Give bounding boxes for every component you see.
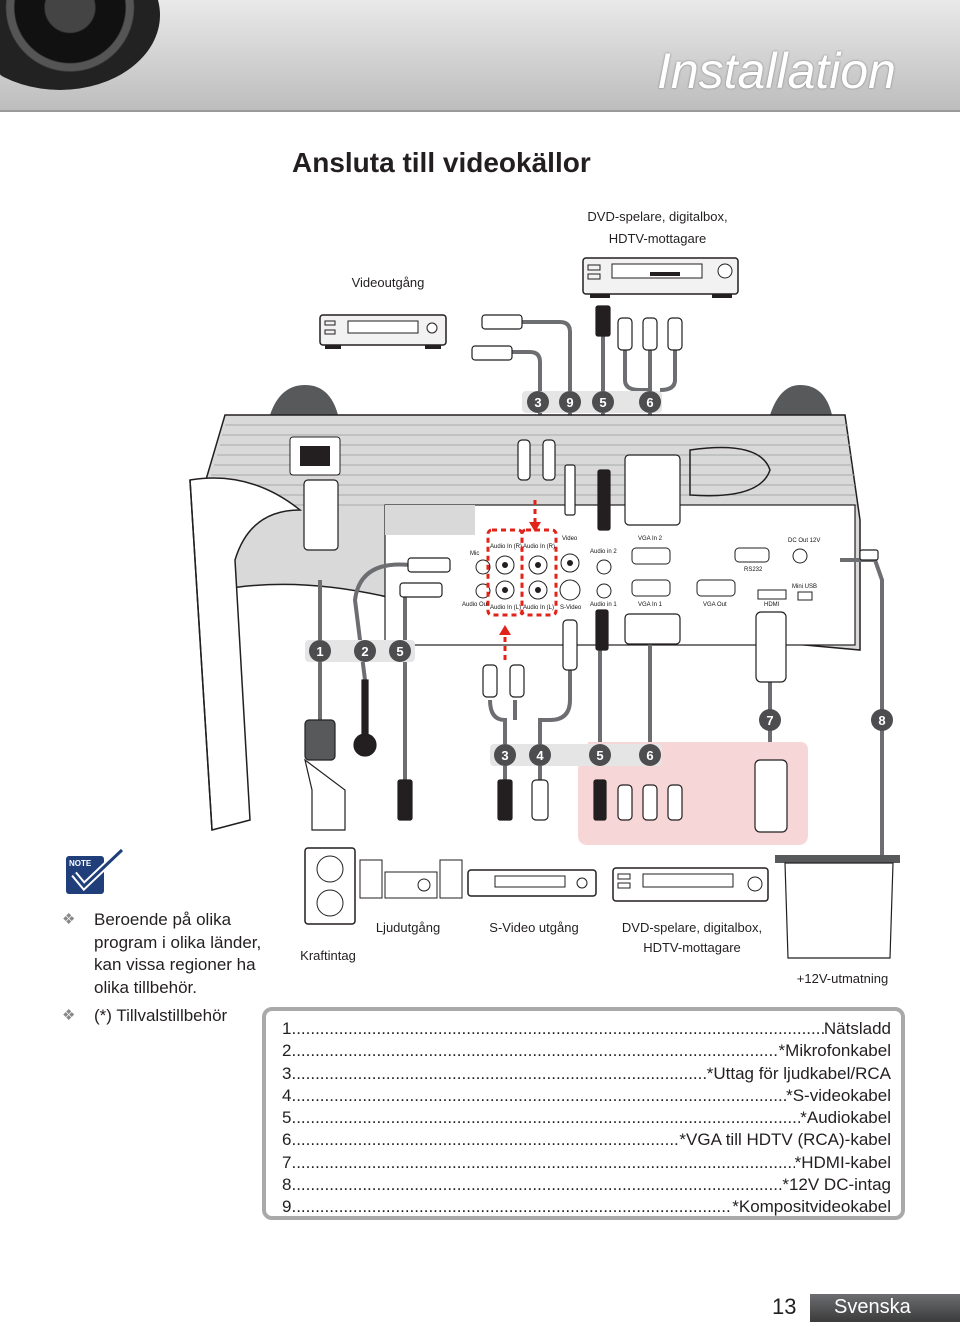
legend-row: 2.......................................…: [282, 1041, 891, 1061]
diamond-bullet-icon: ❖: [62, 911, 76, 928]
svg-text:Mic: Mic: [470, 551, 479, 557]
svg-text:3: 3: [534, 395, 541, 410]
svg-text:5: 5: [396, 644, 403, 659]
svg-text:Audio In (L): Audio In (L): [490, 605, 521, 611]
language-label: Svenska: [834, 1296, 911, 1318]
header-bar: Installation: [0, 0, 960, 112]
svideo-source-device: [467, 869, 597, 897]
svg-text:8: 8: [878, 713, 885, 728]
power-outlet-device: [304, 847, 356, 925]
svg-text:6: 6: [646, 748, 653, 763]
svg-text:Video: Video: [562, 536, 578, 542]
svg-text:VGA In 1: VGA In 1: [638, 602, 663, 608]
legend-row: 4.......................................…: [282, 1085, 891, 1105]
svg-text:S-Video: S-Video: [560, 605, 582, 611]
top-plugs: [471, 305, 683, 361]
top-cables: [512, 320, 677, 460]
note-list: ❖Beroende på olika program i olika lände…: [62, 909, 262, 1034]
svg-text:Audio in 1: Audio in 1: [590, 602, 617, 608]
legend-row: 3.......................................…: [282, 1063, 891, 1083]
svg-text:Audio In (L): Audio In (L): [523, 605, 554, 611]
svg-text:Audio Out: Audio Out: [462, 602, 489, 608]
svg-text:VGA Out: VGA Out: [703, 602, 727, 608]
projector-stand: [189, 477, 303, 831]
svg-text:HDMI: HDMI: [764, 602, 780, 608]
legend-row: 5.......................................…: [282, 1108, 891, 1128]
diamond-bullet-icon: ❖: [62, 1007, 76, 1024]
trigger-output-label: +12V-utmatning: [796, 971, 889, 986]
top-dvd-device: [582, 257, 739, 298]
svg-text:Audio in 2: Audio in 2: [590, 549, 617, 555]
svg-text:5: 5: [599, 395, 606, 410]
legend-row: 6.......................................…: [282, 1130, 891, 1150]
svg-text:6: 6: [646, 395, 653, 410]
top-device-label-line2: HDTV-mottagare: [608, 231, 707, 246]
legend-row: 1.......................................…: [282, 1019, 891, 1038]
cable-legend: 1.......................................…: [262, 1007, 905, 1220]
svg-text:5: 5: [596, 748, 603, 763]
svg-text:Audio In (R): Audio In (R): [523, 544, 555, 550]
svg-text:1: 1: [316, 644, 323, 659]
connector-ports: Mic Audio Out Audio In (R) Audio In (R) …: [462, 536, 820, 611]
cable-ends: [304, 679, 788, 833]
plugs: [303, 439, 879, 698]
svg-text:RS232: RS232: [744, 567, 763, 573]
svg-text:VGA In 2: VGA In 2: [638, 536, 663, 542]
arrow-up-icon: [499, 625, 511, 635]
header-title: Installation: [656, 43, 896, 99]
projection-screen-device: [775, 855, 900, 959]
svg-text:NOTE: NOTE: [69, 859, 92, 868]
svg-text:Audio In (R): Audio In (R): [490, 544, 522, 550]
page-number: 13: [772, 1294, 797, 1319]
bottom-number-badges: 3 4 5 6: [490, 744, 662, 766]
audio-output-label: Ljudutgång: [375, 920, 441, 935]
note-item: ❖(*) Tillvalstillbehör: [62, 1005, 262, 1028]
dvd-label-line2: HDTV-mottagare: [643, 940, 741, 955]
dvd-label-line1: DVD-spelare, digitalbox,: [621, 920, 763, 935]
svg-text:4: 4: [536, 748, 544, 763]
language-tab: Svenska: [810, 1294, 960, 1322]
svg-text:9: 9: [566, 395, 573, 410]
video-source-device: [319, 314, 447, 349]
legend-row: 8.......................................…: [282, 1175, 891, 1195]
note-icon: NOTE: [66, 848, 125, 894]
dvd-player-device: [612, 867, 769, 902]
video-out-label: Videoutgång: [351, 275, 425, 290]
legend-row: 7.......................................…: [282, 1152, 891, 1172]
svg-text:Mini USB: Mini USB: [792, 584, 817, 590]
power-input-label: Kraftintag: [300, 948, 356, 963]
audio-system-device: [359, 859, 463, 899]
output-highlight-area: [578, 742, 808, 845]
svideo-output-label: S-Video utgång: [489, 920, 579, 935]
top-device-label-line1: DVD-spelare, digitalbox,: [587, 209, 728, 224]
legend-row: 9.......................................…: [282, 1197, 891, 1217]
svg-text:2: 2: [361, 644, 368, 659]
svg-text:DC Out 12V: DC Out 12V: [788, 538, 820, 544]
right-number-badges: 7 8: [759, 709, 893, 731]
section-title: Ansluta till videokällor: [292, 147, 591, 178]
note-item: ❖Beroende på olika program i olika lände…: [62, 910, 262, 997]
arrow-down-icon: [529, 522, 541, 532]
svg-text:3: 3: [501, 748, 508, 763]
svg-text:7: 7: [766, 713, 773, 728]
projector-body: [199, 385, 861, 651]
left-number-badges: 1 2 5: [305, 640, 415, 662]
top-number-badges: 3 9 5 6: [522, 391, 662, 413]
